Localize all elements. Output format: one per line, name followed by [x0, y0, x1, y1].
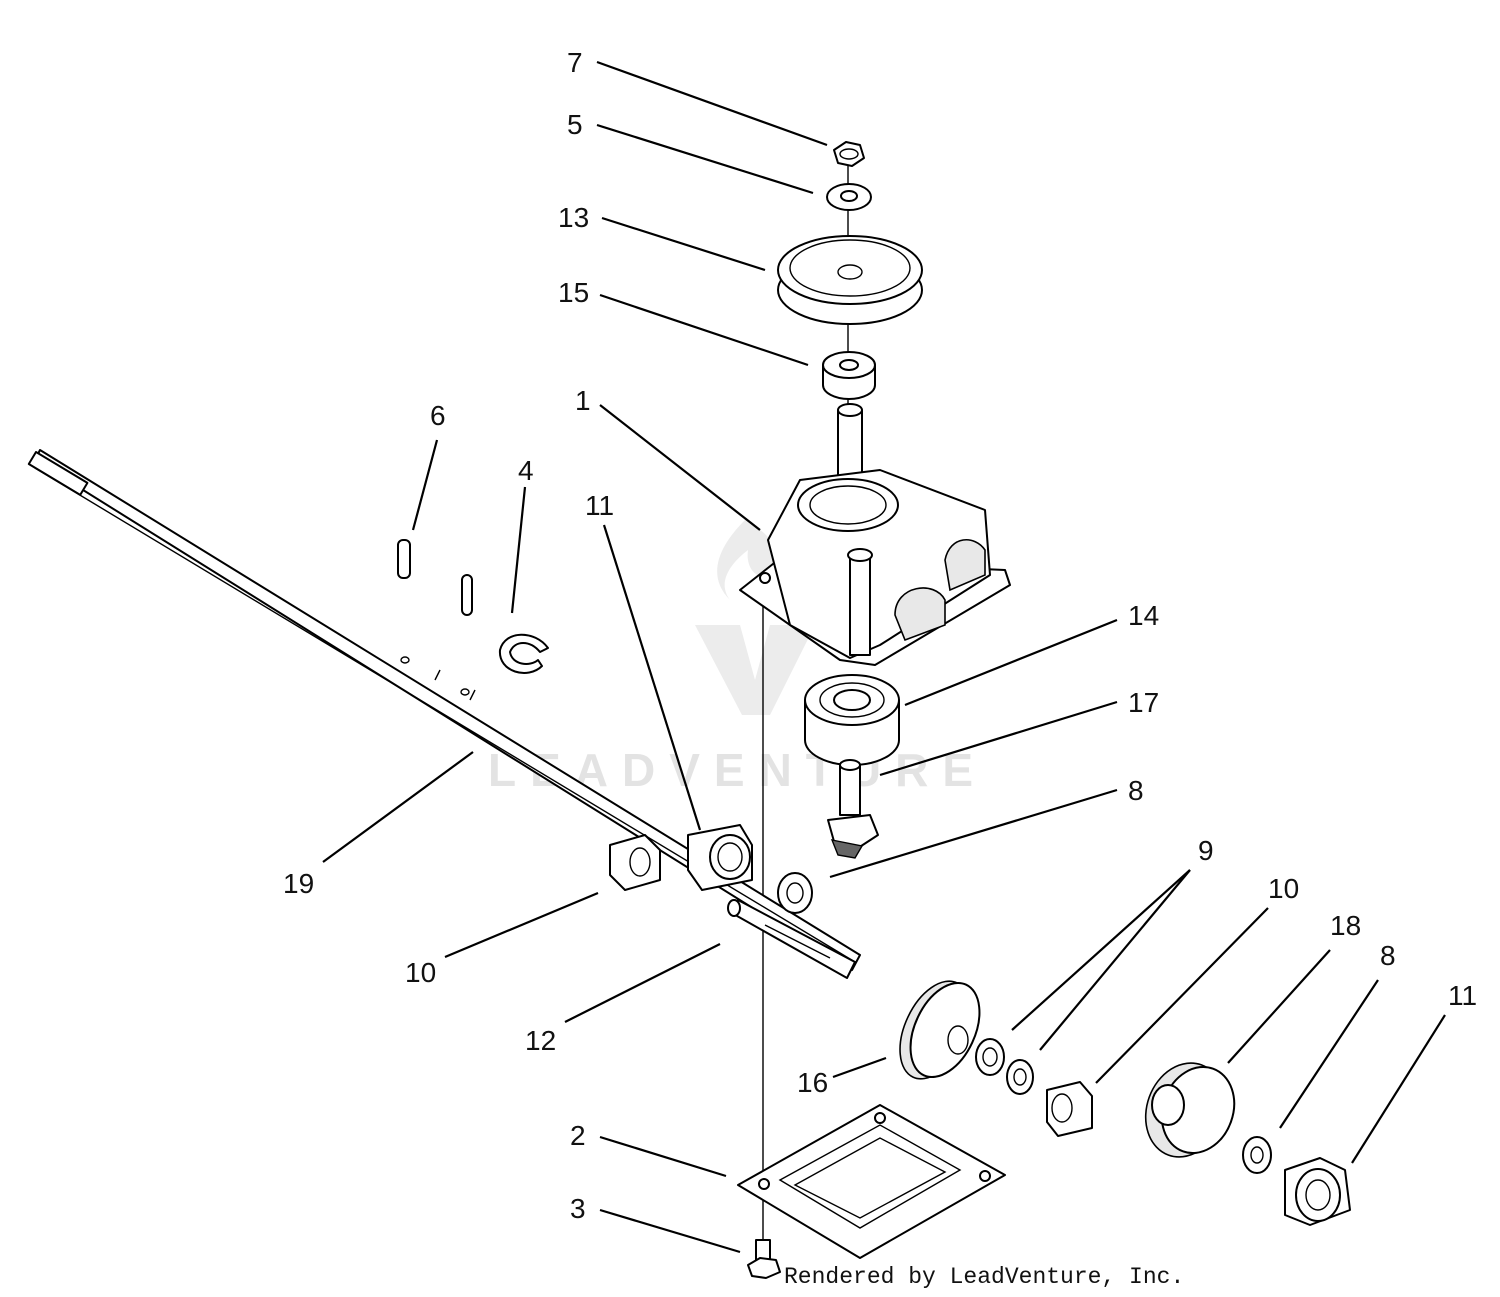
callout-5: 5 [567, 109, 583, 140]
part-10-bushing-left [609, 834, 661, 891]
callout-6: 6 [430, 400, 446, 431]
part-7-nut [833, 141, 865, 167]
callout-7: 7 [567, 47, 583, 78]
callout-1: 1 [575, 385, 591, 416]
part-5-washer [826, 183, 872, 211]
part-8-washer-upper [777, 872, 813, 914]
callout-8-upper: 8 [1128, 775, 1144, 806]
callout-2: 2 [570, 1120, 586, 1151]
callout-8-lower: 8 [1380, 940, 1396, 971]
part-4-e-clip [498, 633, 549, 674]
part-9-thrust-washers [975, 1038, 1034, 1095]
callout-12: 12 [525, 1025, 556, 1056]
callout-9: 9 [1198, 835, 1214, 866]
part-14-bearing [804, 674, 900, 766]
callout-17: 17 [1128, 687, 1159, 718]
part-11-bushing-left [687, 824, 753, 891]
part-1-gear-housing [739, 403, 1011, 666]
part-15-spacer [822, 351, 876, 400]
part-18-gear [1144, 1062, 1236, 1158]
part-13-pulley [777, 235, 923, 325]
callout-10-left: 10 [405, 957, 436, 988]
callout-16: 16 [797, 1067, 828, 1098]
part-10-bushing-right [1046, 1081, 1093, 1137]
leadventure-logo [695, 520, 815, 715]
part-8-washer-lower [1242, 1136, 1272, 1174]
callout-11-right: 11 [1448, 980, 1477, 1011]
part-12-keyed-shaft [727, 899, 856, 979]
part-17-pinion-shaft [827, 759, 879, 859]
callout-14: 14 [1128, 600, 1159, 631]
callout-15: 15 [558, 277, 589, 308]
callout-18: 18 [1330, 910, 1361, 941]
callout-3: 3 [570, 1193, 586, 1224]
callout-13: 13 [558, 202, 589, 233]
callout-labels: 7 5 13 15 1 6 4 11 14 17 8 19 10 12 9 10… [283, 47, 1477, 1224]
part-19-axle-shaft [27, 449, 861, 971]
part-3-bolt [747, 1239, 781, 1279]
render-credit: Rendered by LeadVenture, Inc. [784, 1264, 1184, 1290]
callout-11-left: 11 [585, 490, 614, 521]
part-16-drive-gear [899, 980, 981, 1080]
part-6-roll-pins [397, 539, 473, 616]
part-2-cover-plate [737, 1104, 1006, 1259]
callout-19: 19 [283, 868, 314, 899]
callout-4: 4 [518, 455, 534, 486]
leader-lines [322, 60, 1446, 1254]
callout-10-right: 10 [1268, 873, 1299, 904]
part-11-bushing-right [1284, 1157, 1351, 1226]
